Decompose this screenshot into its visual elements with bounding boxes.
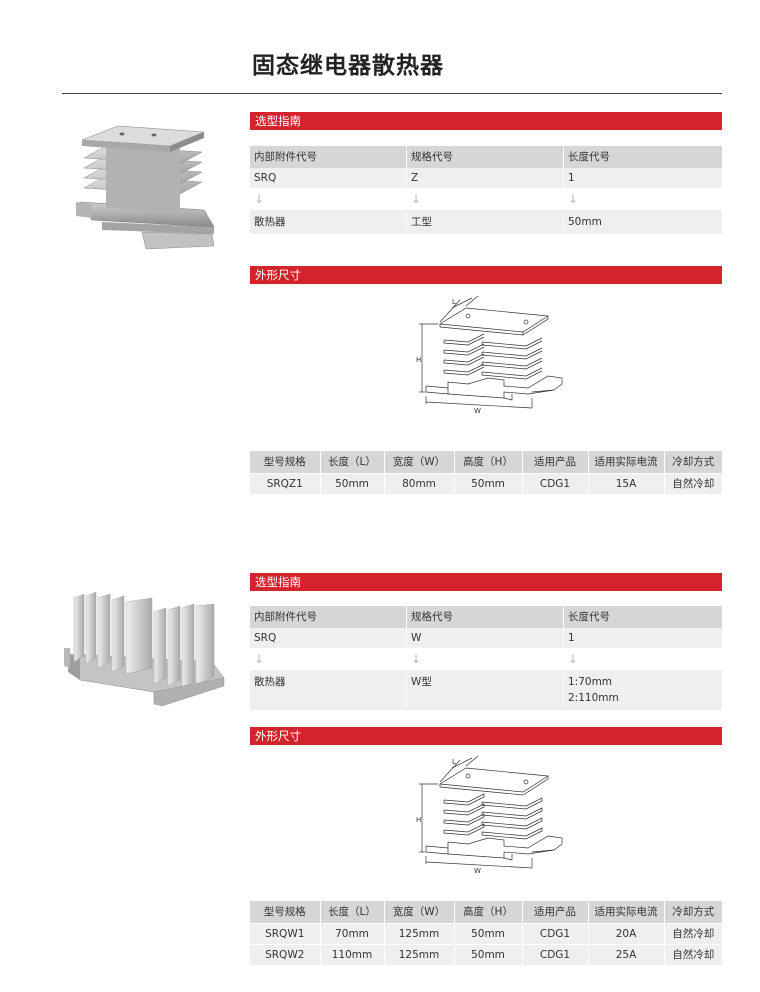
code-description-cell: 散热器 <box>250 674 407 706</box>
spec-cell: 125mm <box>384 943 455 965</box>
spec-header-cell: 高度（H） <box>454 901 523 923</box>
spec-cell: 20A <box>588 922 665 944</box>
spec-table: 型号规格 长度（L） 宽度（W） 高度（H） 适用产品 适用实际电流 冷却方式 … <box>250 451 722 494</box>
spec-cell: 25A <box>588 943 665 965</box>
spec-cell: 125mm <box>384 922 455 944</box>
code-description-cell: 50mm <box>568 216 602 228</box>
heatsink-w-photo <box>64 591 225 707</box>
spec-header-cell: 适用实际电流 <box>588 451 665 473</box>
code-value-cell: SRQ <box>250 628 407 648</box>
spec-cell: CDG1 <box>522 943 589 965</box>
dim-label-l: L <box>452 758 456 766</box>
spec-cell: 80mm <box>384 472 455 494</box>
heatsink-z-dimension-drawing: L H W <box>416 295 563 415</box>
model-code-table: 内部附件代号 规格代号 长度代号 SRQ Z 1 ↓ ↓ ↓ 散热器 工型 50… <box>250 146 722 234</box>
spec-header-cell: 冷却方式 <box>664 451 722 473</box>
spec-table: 型号规格 长度（L） 宽度（W） 高度（H） 适用产品 适用实际电流 冷却方式 … <box>250 901 722 965</box>
spec-cell: 110mm <box>320 943 385 965</box>
spec-header-row: 型号规格 长度（L） 宽度（W） 高度（H） 适用产品 适用实际电流 冷却方式 <box>250 451 722 473</box>
spec-header-cell: 高度（H） <box>454 451 523 473</box>
heatsink-z-photo <box>76 125 215 250</box>
spec-header-cell: 适用产品 <box>522 901 589 923</box>
down-arrow-icon: ↓ <box>250 648 407 670</box>
dimensions-bar: 外形尺寸 <box>250 266 722 284</box>
code-description-cell: W型 <box>407 674 564 706</box>
spec-cell: 15A <box>588 472 665 494</box>
selection-guide-bar: 选型指南 <box>250 112 722 130</box>
dim-label-w: W <box>474 867 481 875</box>
spec-header-cell: 适用产品 <box>522 451 589 473</box>
spec-cell: 自然冷却 <box>664 943 722 965</box>
code-header-cell: 规格代号 <box>407 146 564 168</box>
spec-header-cell: 长度（L） <box>320 451 385 473</box>
table-row: SRQZ1 50mm 80mm 50mm CDG1 15A 自然冷却 <box>250 472 722 494</box>
down-arrow-icon: ↓ <box>407 188 564 210</box>
model-code-table: 内部附件代号 规格代号 长度代号 SRQ W 1 ↓ ↓ ↓ 散热器 W型 1:… <box>250 606 722 710</box>
spec-cell: 70mm <box>320 922 385 944</box>
spec-cell: CDG1 <box>522 922 589 944</box>
dim-label-w: W <box>474 407 481 415</box>
code-header-cell: 规格代号 <box>407 606 564 628</box>
code-value-cell: SRQ <box>250 168 407 188</box>
code-description-cell: 工型 <box>407 214 564 230</box>
spec-header-cell: 型号规格 <box>250 451 321 473</box>
dimensions-bar: 外形尺寸 <box>250 727 722 745</box>
down-arrow-icon: ↓ <box>407 648 564 670</box>
spec-header-row: 型号规格 长度（L） 宽度（W） 高度（H） 适用产品 适用实际电流 冷却方式 <box>250 901 722 923</box>
code-arrow-row: ↓ ↓ ↓ <box>250 648 722 670</box>
code-header-cell: 内部附件代号 <box>250 146 407 168</box>
dim-label-h: H <box>416 816 421 824</box>
spec-header-cell: 宽度（W） <box>384 451 455 473</box>
spec-cell: 50mm <box>454 922 523 944</box>
dim-label-h: H <box>416 356 421 364</box>
down-arrow-icon: ↓ <box>250 188 407 210</box>
table-row: SRQW2 110mm 125mm 50mm CDG1 25A 自然冷却 <box>250 943 722 965</box>
code-description-cell: 散热器 <box>250 214 407 230</box>
code-header-cell: 内部附件代号 <box>250 606 407 628</box>
spec-cell: 自然冷却 <box>664 922 722 944</box>
down-arrow-icon: ↓ <box>568 652 579 666</box>
heatsink-w-dimension-drawing: L H W <box>416 755 563 875</box>
code-value-cell: Z <box>407 168 564 188</box>
code-arrow-row: ↓ ↓ ↓ <box>250 188 722 210</box>
code-value-cell: W <box>407 628 564 648</box>
code-value-cell: 1 <box>568 632 575 644</box>
selection-guide-bar: 选型指南 <box>250 573 722 591</box>
page-title: 固态继电器散热器 <box>252 53 444 79</box>
spec-cell: SRQW1 <box>250 922 321 944</box>
code-value-cell: 1 <box>568 172 575 184</box>
spec-cell: 自然冷却 <box>664 472 722 494</box>
table-row: SRQW1 70mm 125mm 50mm CDG1 20A 自然冷却 <box>250 922 722 944</box>
dim-label-l: L <box>452 298 456 306</box>
title-rule <box>62 93 722 94</box>
spec-header-cell: 长度（L） <box>320 901 385 923</box>
spec-cell: SRQZ1 <box>250 472 321 494</box>
code-header-cell: 长度代号 <box>568 611 610 623</box>
code-value-row: SRQ W 1 <box>250 628 722 648</box>
code-description-row: 散热器 W型 1:70mm 2:110mm <box>250 670 722 710</box>
code-header-cell: 长度代号 <box>568 151 610 163</box>
code-description-row: 散热器 工型 50mm <box>250 210 722 234</box>
spec-cell: SRQW2 <box>250 943 321 965</box>
code-value-row: SRQ Z 1 <box>250 168 722 188</box>
spec-header-cell: 宽度（W） <box>384 901 455 923</box>
code-header-row: 内部附件代号 规格代号 长度代号 <box>250 146 722 168</box>
spec-cell: 50mm <box>454 943 523 965</box>
spec-header-cell: 冷却方式 <box>664 901 722 923</box>
code-header-row: 内部附件代号 规格代号 长度代号 <box>250 606 722 628</box>
code-description-cell: 1:70mm 2:110mm <box>568 676 619 704</box>
spec-cell: CDG1 <box>522 472 589 494</box>
spec-header-cell: 型号规格 <box>250 901 321 923</box>
spec-cell: 50mm <box>454 472 523 494</box>
spec-cell: 50mm <box>320 472 385 494</box>
down-arrow-icon: ↓ <box>568 192 579 206</box>
spec-header-cell: 适用实际电流 <box>588 901 665 923</box>
